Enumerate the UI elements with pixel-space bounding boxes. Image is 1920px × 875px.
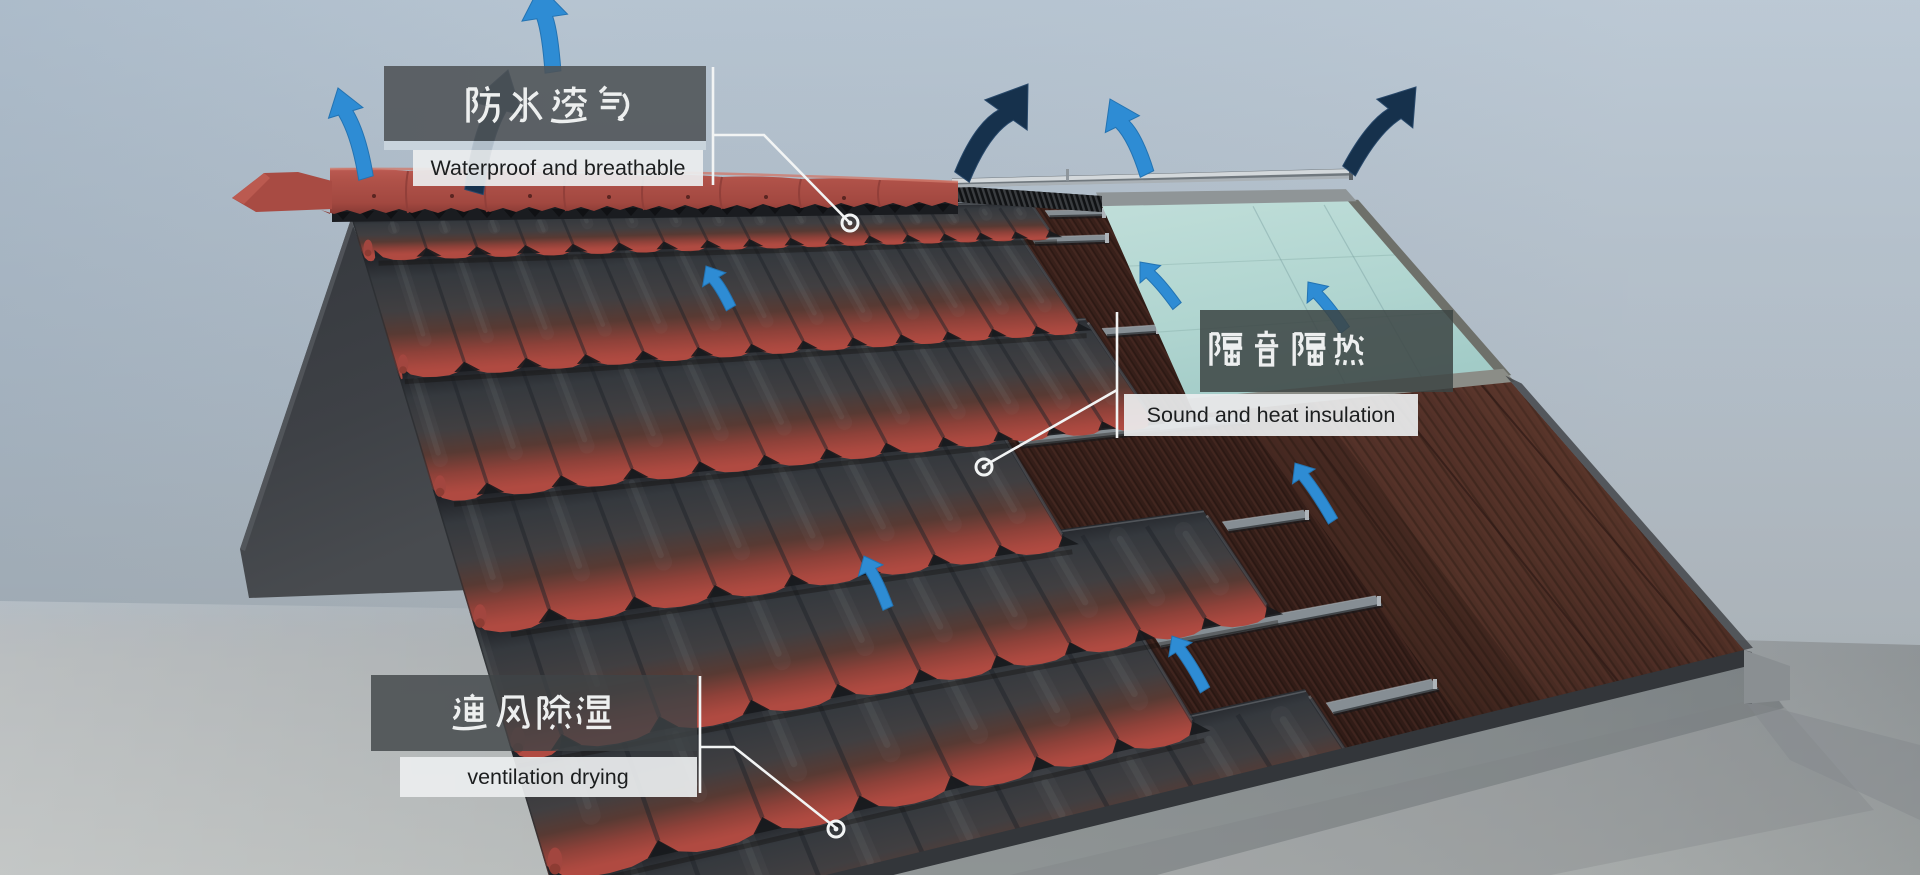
- svg-text:ventilation drying: ventilation drying: [467, 765, 628, 789]
- svg-text:Waterproof and breathable: Waterproof and breathable: [431, 156, 686, 180]
- svg-text:Sound and heat insulation: Sound and heat insulation: [1147, 403, 1396, 427]
